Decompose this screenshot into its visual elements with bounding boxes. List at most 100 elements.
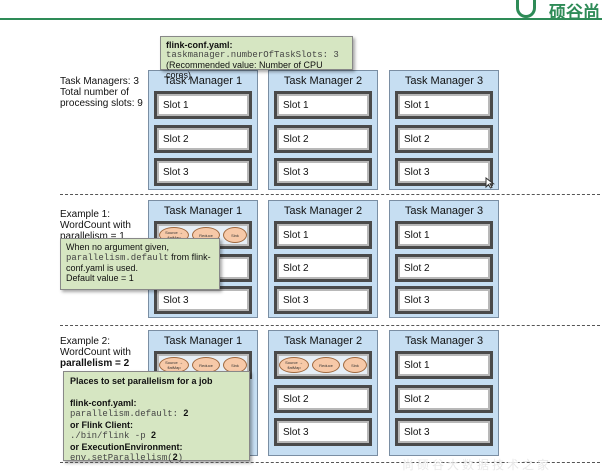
- callout-config: flink-conf.yaml: taskmanager.numberOfTas…: [160, 36, 353, 80]
- slot: Slot 3: [274, 158, 372, 186]
- slot-label: Slot 1: [163, 100, 189, 111]
- section-label-example-1: Example 1: WordCount with parallelism = …: [60, 209, 131, 242]
- slot: Slot 1: [395, 91, 493, 119]
- task-manager-2: Task Manager 2 Slot 1 Slot 2 Slot 3: [268, 70, 378, 190]
- slot-label: Slot 1: [283, 100, 309, 111]
- slot: Slot 1: [395, 351, 493, 379]
- task-manager-3: Task Manager 3 Slot 1 Slot 2 Slot 3: [389, 330, 499, 456]
- slot: Slot 2: [274, 385, 372, 413]
- task-manager-title: Task Manager 1: [163, 335, 243, 347]
- mouse-pointer-icon: [485, 176, 495, 189]
- slot-label: Slot 2: [163, 134, 189, 145]
- callout-heading: or ExecutionEnvironment:: [70, 441, 183, 452]
- task-sink: Sink: [223, 227, 247, 243]
- section-line: WordCount with: [60, 347, 131, 358]
- slot-label: Slot 2: [283, 263, 309, 274]
- callout-line: conf.yaml is used.: [66, 263, 139, 273]
- slot: Slot 3: [274, 286, 372, 314]
- slot: Slot 3: [395, 418, 493, 446]
- callout-heading: or Flink Client:: [70, 419, 133, 430]
- logo-text: 硕谷尚: [549, 3, 600, 23]
- slot-label: Slot 1: [404, 100, 430, 111]
- slot: Slot 2: [274, 254, 372, 282]
- slot-label: Slot 2: [283, 134, 309, 145]
- section-line: Example 1:: [60, 209, 111, 220]
- section-line: processing slots: 9: [60, 98, 143, 109]
- slot-label: Slot 3: [163, 295, 189, 306]
- task-manager-1: Task Manager 1 Slot 1 Slot 2 Slot 3: [148, 70, 258, 190]
- slot-label: Slot 3: [283, 295, 309, 306]
- task-manager-title: Task Manager 2: [283, 75, 363, 87]
- task-reduce: Reduce: [312, 357, 340, 373]
- watermark: 尚硕谷大数据技术之家: [402, 458, 553, 471]
- callout-title: flink-conf.yaml:: [166, 40, 233, 50]
- task-manager-title: Task Manager 1: [163, 75, 243, 87]
- task-manager-title: Task Manager 3: [404, 75, 484, 87]
- task-manager-title: Task Manager 3: [404, 335, 484, 347]
- slot: Slot 2: [395, 125, 493, 153]
- slot: Slot 1: [274, 221, 372, 249]
- callout-value: 2: [183, 408, 189, 418]
- section-divider: [60, 462, 600, 463]
- callout-code-line: ./bin/flink -p 2: [70, 430, 243, 442]
- task-manager-title: Task Manager 1: [163, 205, 243, 217]
- task-manager-title: Task Manager 2: [283, 335, 363, 347]
- slot-label: Slot 3: [404, 167, 430, 178]
- header-divider: [0, 18, 602, 20]
- section-line: Total number of: [60, 87, 129, 98]
- slot-label: Slot 3: [404, 295, 430, 306]
- task-manager-2: Task Manager 2 Slot 1 Slot 2 Slot 3: [268, 200, 378, 318]
- slot-label: Slot 1: [283, 230, 309, 241]
- callout-line: When no argument given,: [66, 242, 170, 252]
- task-sink: Sink: [343, 357, 367, 373]
- callout-code: parallelism.default: [66, 253, 169, 263]
- task-manager-3: Task Manager 3 Slot 1 Slot 2 Slot 3: [389, 70, 499, 190]
- section-line: WordCount with: [60, 220, 131, 231]
- callout-places: Places to set parallelism for a job flin…: [63, 371, 250, 463]
- slot-label: Slot 2: [283, 394, 309, 405]
- slot: Slot 1: [274, 91, 372, 119]
- slot: Slot 3: [395, 158, 493, 186]
- callout-code: ./bin/flink -p: [70, 431, 152, 441]
- slot: Slot 2: [395, 385, 493, 413]
- callout-code: ): [177, 453, 184, 463]
- section-divider: [60, 194, 600, 195]
- slot-label: Slot 2: [404, 263, 430, 274]
- header-bar: 硕谷尚: [0, 0, 602, 23]
- slot: Slot 2: [395, 254, 493, 282]
- slot: Slot 3: [274, 418, 372, 446]
- section-label-task-managers: Task Managers: 3 Total number of process…: [60, 76, 143, 109]
- callout-value: 2: [172, 452, 178, 462]
- callout-line: parallelism.default from flink-: [66, 252, 214, 263]
- task-manager-title: Task Manager 2: [283, 205, 363, 217]
- slot-label: Slot 3: [163, 167, 189, 178]
- callout-code: parallelism.default:: [70, 409, 184, 419]
- slot: Slot 3: [395, 286, 493, 314]
- section-line: Task Managers: 3: [60, 76, 139, 87]
- logo-icon: [516, 0, 536, 18]
- slot-label: Slot 1: [404, 230, 430, 241]
- section-line: parallelism = 1: [60, 231, 125, 242]
- callout-heading: flink-conf.yaml:: [70, 397, 137, 408]
- callout-line: Default value = 1: [66, 273, 134, 283]
- section-line-bold: parallelism = 2: [60, 358, 130, 369]
- task-manager-2: Task Manager 2 Source → flatMap Reduce S…: [268, 330, 378, 456]
- slot: Slot 1: [154, 91, 252, 119]
- callout-default: When no argument given, parallelism.defa…: [60, 238, 220, 290]
- slot: Slot 2: [154, 125, 252, 153]
- slot-label: Slot 3: [404, 427, 430, 438]
- task-manager-title: Task Manager 3: [404, 205, 484, 217]
- task-source-flatmap: Source → flatMap: [279, 357, 309, 373]
- callout-value: 2: [151, 430, 157, 440]
- slot-label: Slot 3: [283, 427, 309, 438]
- slot: Slot 3: [154, 286, 252, 314]
- section-label-example-2: Example 2: WordCount with parallelism = …: [60, 336, 131, 369]
- callout-code: env.setParallelism(: [70, 453, 173, 463]
- slot: Slot 1: [395, 221, 493, 249]
- section-divider: [60, 325, 600, 326]
- slot: Slot 2: [274, 125, 372, 153]
- slot-label: Slot 2: [404, 134, 430, 145]
- slot-label: Slot 3: [283, 167, 309, 178]
- callout-note: (Recommended value: Number of CPU cores): [166, 60, 323, 80]
- slot-label: Slot 2: [404, 394, 430, 405]
